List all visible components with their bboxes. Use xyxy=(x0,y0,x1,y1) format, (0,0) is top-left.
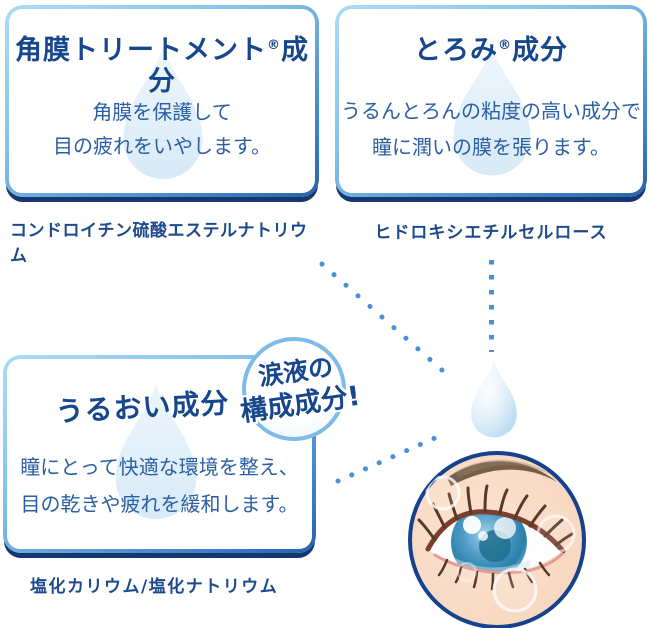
tear-fluid-badge: 涙液の 構成成分! xyxy=(239,337,362,441)
ingredient-label-chondroitin: コンドロイチン硫酸エステルナトリウム xyxy=(10,221,308,266)
card-title-text: 角膜トリートメント xyxy=(15,35,267,66)
card-corneal-treatment: 角膜トリートメント®成分 角膜を保護して 目の疲れをいやします。 xyxy=(5,5,319,197)
tear-drop-icon xyxy=(471,359,517,438)
card-title-text: とろみ xyxy=(414,35,498,66)
eyebrow xyxy=(447,461,557,486)
card-title-tail: 成分 xyxy=(148,35,309,98)
card-description-line: 瞳にとって快適な環境を整え、 xyxy=(20,455,299,479)
card-description-line: 目の乾きや疲れを緩和します。 xyxy=(20,492,299,516)
bubbles xyxy=(414,469,576,613)
card-description-line: 瞳に潤いの膜を張ります。 xyxy=(372,135,610,159)
card-description-line: 角膜を保護して xyxy=(92,100,232,124)
lower-lashes xyxy=(437,558,551,591)
eye-illustration xyxy=(408,451,586,628)
card-corneal-treatment-inner: 角膜トリートメント®成分 角膜を保護して 目の疲れをいやします。 xyxy=(9,9,315,193)
card-description: 角膜を保護して 目の疲れをいやします。 xyxy=(9,95,315,163)
registered-mark: ® xyxy=(267,38,281,53)
card-title-text: うるおい成分 xyxy=(54,386,231,429)
card-description: うるんとろんの粘度の高い成分で 瞳に潤いの膜を張ります。 xyxy=(339,93,643,165)
card-title: 角膜トリートメント®成分 xyxy=(9,35,315,97)
ingredient-label-chlorides: 塩化カリウム/塩化ナトリウム xyxy=(30,577,279,597)
card-toromi: とろみ®成分 うるんとろんの粘度の高い成分で 瞳に潤いの膜を張ります。 xyxy=(335,5,647,197)
card-title: とろみ®成分 xyxy=(339,35,643,66)
card-description: 瞳にとって快適な環境を整え、 目の乾きや疲れを緩和します。 xyxy=(7,449,312,523)
card-toromi-inner: とろみ®成分 うるんとろんの粘度の高い成分で 瞳に潤いの膜を張ります。 xyxy=(339,9,643,193)
upper-lashes xyxy=(417,484,574,547)
card-description-line: うるんとろんの粘度の高い成分で xyxy=(341,99,641,123)
card-title-tail: 成分 xyxy=(512,35,568,66)
ingredient-label-hydroxyethylcellulose: ヒドロキシエチルセルロース xyxy=(374,223,608,243)
card-description-line: 目の疲れをいやします。 xyxy=(53,134,271,158)
registered-mark: ® xyxy=(498,38,512,53)
